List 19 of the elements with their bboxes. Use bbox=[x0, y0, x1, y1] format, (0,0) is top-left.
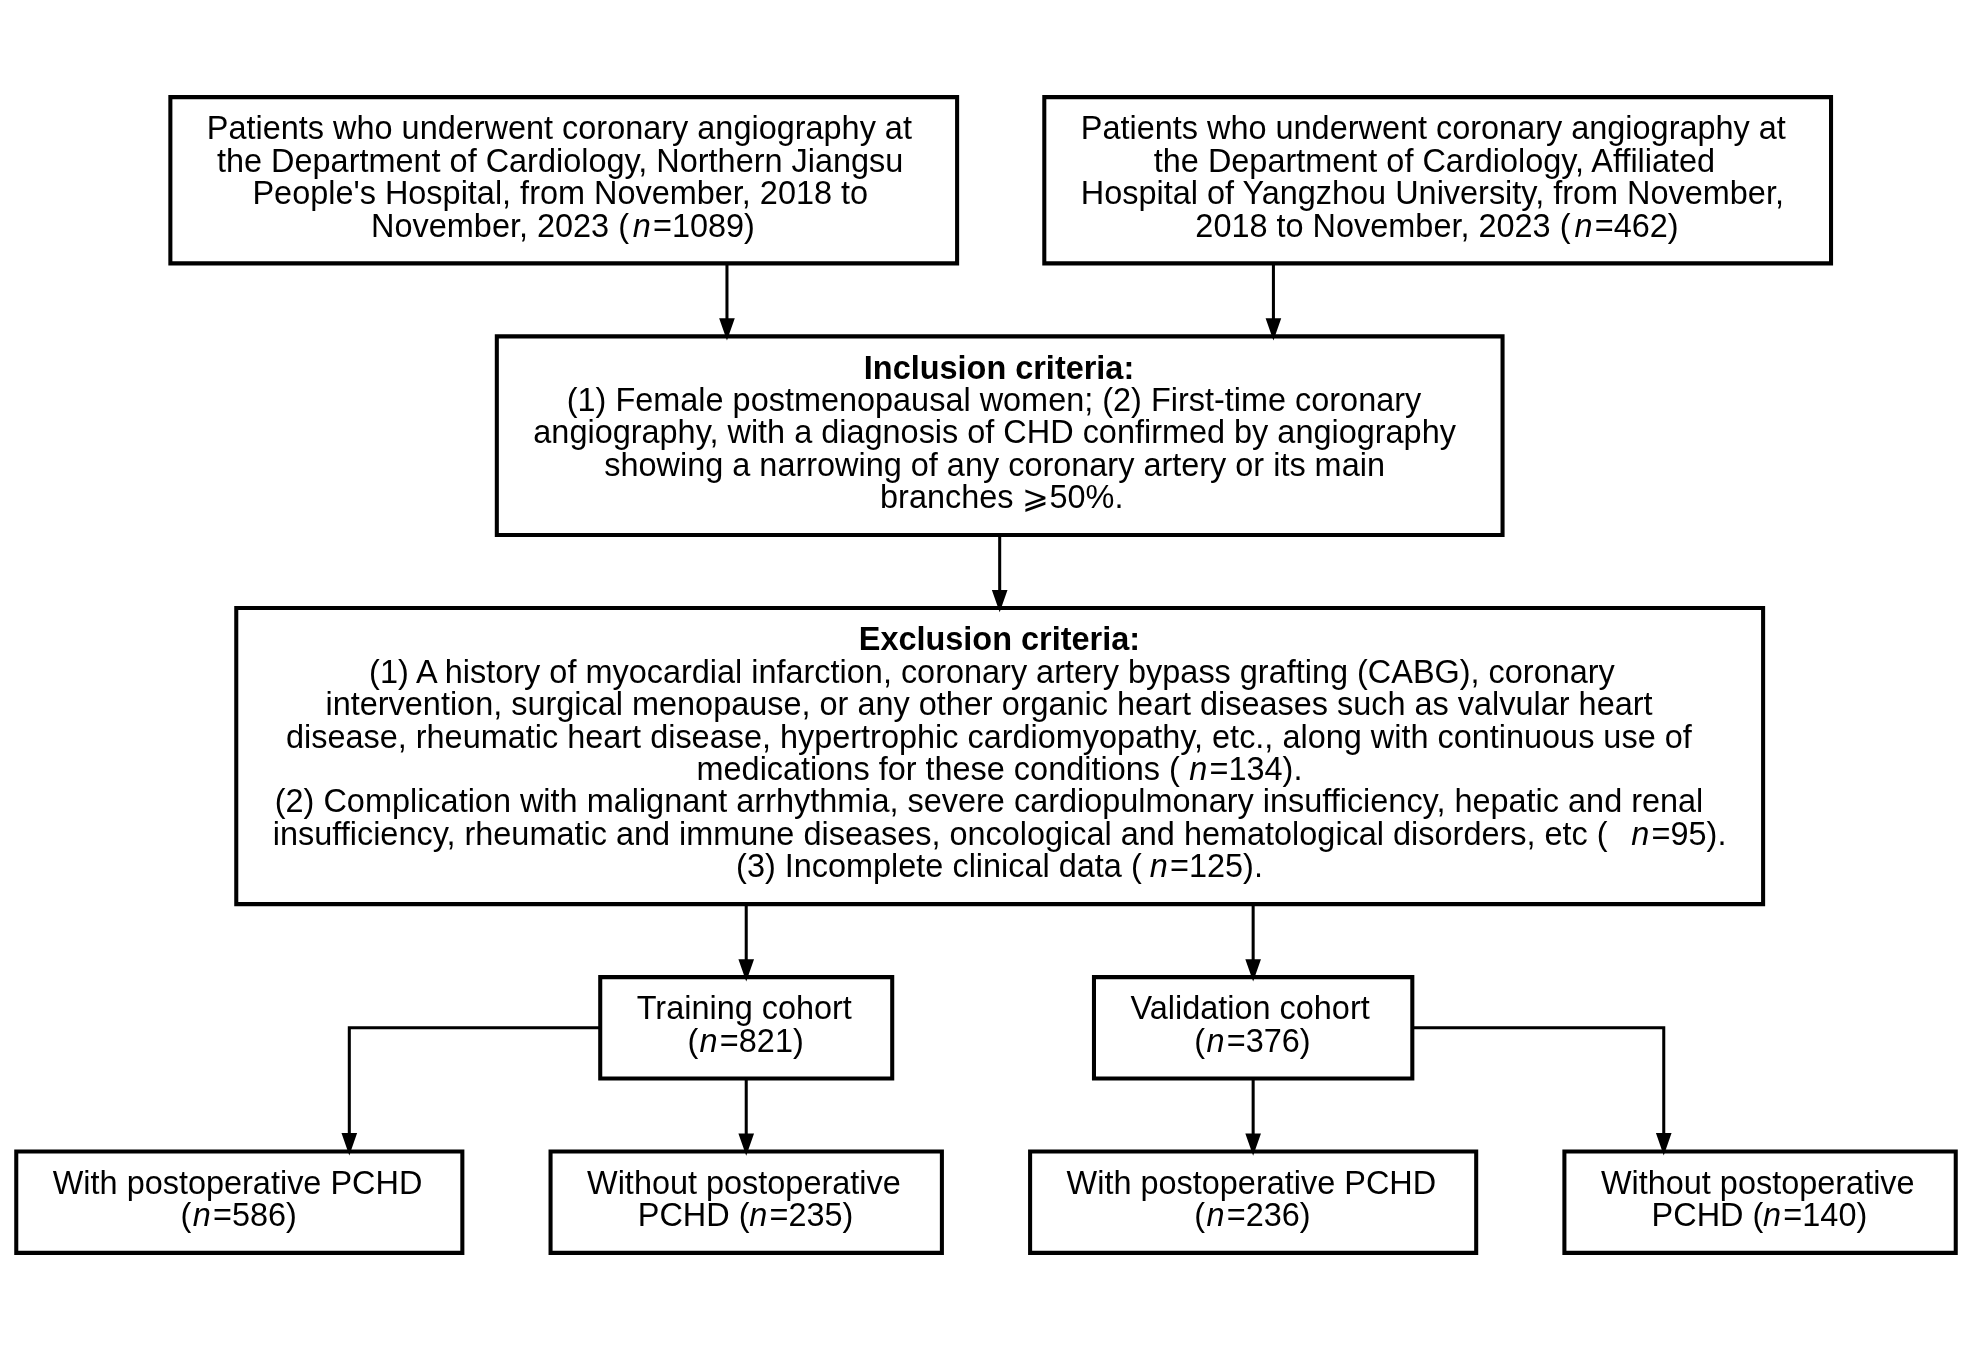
arrow bbox=[1245, 1078, 1261, 1156]
arrow bbox=[1265, 263, 1282, 340]
node-box: Validation cohort (n=376) bbox=[1091, 974, 1415, 1081]
arrow bbox=[719, 263, 735, 340]
node-box: With postoperative PCHD (n=236) bbox=[1028, 1149, 1479, 1255]
node-box: With postoperative PCHD (n=586) bbox=[14, 1149, 465, 1255]
arrow bbox=[341, 1025, 601, 1155]
arrow bbox=[1412, 1025, 1672, 1155]
node-box: Training cohort (n=821) bbox=[598, 974, 895, 1081]
arrow bbox=[738, 904, 755, 982]
node-box: Patients who underwent coronary angiography at the Department of Cardiology, Northern Jiangsu People's Hospital, from November, 2018 to November, 2023 (n=1089) bbox=[168, 94, 960, 265]
node-box: Inclusion criteria: (1) Female postmenopausal women; (2) First-time coronary angiography, with a diagnosis of CHD confirmed by angiography showing a narrowing of any coronary artery or its main branches ⩾50%. bbox=[494, 333, 1505, 537]
node-box: Exclusion criteria: (1) A history of myocardial infarction, coronary artery bypass grafting (CABG), coronary intervention, surgical menopause, or any other organic heart diseases such as valvular heart disease, rheumatic heart disease, hypertrophic cardiomyopathy, etc., along with continuous use of medications for these conditions (n=134). (2) Complication with malignant arrhythmia, severe cardiopulmonary insufficiency, hepatic and renal insufficiency, rheumatic and immune diseases, oncological and hematological disorders, etc (n=95). (3) Incomplete clinical data (n=125). bbox=[234, 605, 1766, 906]
node-box: Patients who underwent coronary angiography at the Department of Cardiology, Affiliated Hospital of Yangzhou University, from November, 2018 to November, 2023 (n=462) bbox=[1042, 94, 1834, 265]
arrow bbox=[991, 534, 1008, 612]
arrow bbox=[738, 1078, 755, 1156]
node-box: Without postoperative PCHD (n=140) bbox=[1562, 1149, 1958, 1255]
node-box: Without postoperative PCHD (n=235) bbox=[548, 1149, 944, 1255]
arrow bbox=[1245, 904, 1261, 982]
